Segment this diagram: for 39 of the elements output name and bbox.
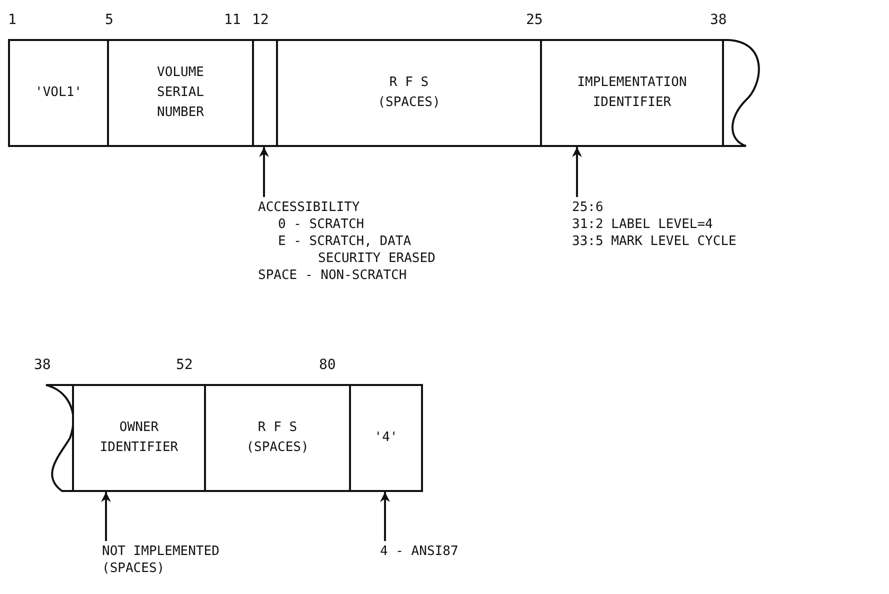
annotation-text: 0 - SCRATCH bbox=[278, 216, 366, 233]
position-number: 38 bbox=[34, 357, 51, 373]
record-field bbox=[204, 384, 351, 492]
arrow bbox=[380, 492, 390, 541]
annotation-text: E - SCRATCH, DATA SECURITY ERASED bbox=[278, 233, 436, 267]
record-field bbox=[72, 384, 206, 492]
position-number: 52 bbox=[176, 357, 193, 373]
field-label: (SPACES) bbox=[246, 439, 309, 457]
position-number: 80 bbox=[319, 357, 336, 373]
position-number: 1 bbox=[8, 12, 16, 28]
annotation-text: 4 - ANSI87 bbox=[380, 543, 460, 560]
field-label: (SPACES) bbox=[378, 94, 440, 112]
record-field bbox=[540, 39, 724, 147]
annotation-text: 33:5 MARK LEVEL CYCLE bbox=[572, 233, 738, 250]
field-label: IMPLEMENTATION IDENTIFIER bbox=[576, 74, 688, 112]
arrow bbox=[259, 147, 269, 197]
annotation-text: NOT IMPLEMENTED (SPACES) bbox=[102, 543, 220, 577]
position-number: 25 bbox=[526, 12, 543, 28]
annotation-text: 31:2 LABEL LEVEL=4 bbox=[572, 216, 714, 233]
field-label: VOLUME SERIAL NUMBER bbox=[156, 64, 205, 122]
record-field bbox=[252, 39, 278, 147]
record-field bbox=[276, 39, 542, 147]
position-number: 5 bbox=[105, 12, 114, 28]
record-field bbox=[8, 39, 109, 147]
position-number: 38 bbox=[710, 12, 727, 28]
arrow bbox=[572, 147, 582, 197]
arrow bbox=[101, 492, 111, 541]
field-label: R F S bbox=[258, 419, 298, 437]
field-label: R F S bbox=[389, 74, 429, 92]
annotation-text: ACCESSIBILITY bbox=[258, 199, 361, 216]
record-field bbox=[349, 384, 423, 492]
position-number: 12 bbox=[252, 12, 269, 28]
annotation-text: SPACE - NON-SCRATCH bbox=[258, 267, 408, 284]
record-field bbox=[107, 39, 254, 147]
field-label: 'VOL1' bbox=[35, 84, 82, 102]
field-label: '4' bbox=[374, 429, 398, 447]
field-label: OWNER IDENTIFIER bbox=[98, 419, 180, 457]
annotation-text: 25:6 bbox=[572, 199, 604, 216]
position-number: 11 bbox=[224, 12, 241, 28]
